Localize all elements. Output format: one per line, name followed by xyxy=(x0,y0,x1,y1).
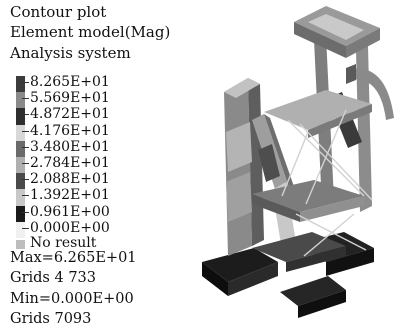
legend-swatch xyxy=(16,108,25,126)
legend-tick xyxy=(22,82,29,83)
legend-tick xyxy=(22,98,29,100)
legend-label: 8.265E+01 xyxy=(30,74,110,90)
legend-tick xyxy=(22,146,29,148)
legend-swatch xyxy=(16,140,25,158)
back-leg-right xyxy=(356,46,372,212)
base-block-left xyxy=(202,248,278,282)
legend-swatch xyxy=(16,124,25,142)
analysis-system-label: Analysis system xyxy=(10,44,131,62)
legend-swatch xyxy=(16,189,25,207)
legend-swatch xyxy=(16,173,25,190)
no-result-label: No result xyxy=(30,235,97,251)
legend-tick xyxy=(22,130,29,132)
legend-tick xyxy=(22,163,29,164)
plot-subtitle: Element model(Mag) xyxy=(10,23,171,41)
lower-beam xyxy=(252,232,346,262)
contour-legend-colorbar xyxy=(16,76,25,239)
legend-swatch xyxy=(16,92,25,109)
no-result-swatch xyxy=(16,240,25,249)
legend-tick xyxy=(22,211,29,213)
fem-model-viewport[interactable] xyxy=(196,0,409,328)
min-value: Min=0.000E+00 xyxy=(10,291,134,307)
legend-label: 2.784E+01 xyxy=(30,155,110,171)
plot-title: Contour plot xyxy=(10,3,107,21)
legend-label: 4.176E+01 xyxy=(30,122,110,139)
legend-swatch xyxy=(16,205,25,223)
legend-label: 1.392E+01 xyxy=(30,187,110,204)
legend-label: 0.000E+00 xyxy=(30,219,110,236)
legend-swatch xyxy=(16,157,25,174)
legend-label: 4.872E+01 xyxy=(30,106,110,123)
legend-tick xyxy=(22,195,29,197)
legend-tick xyxy=(22,227,29,229)
max-grid: Grids 4 733 xyxy=(10,270,96,286)
legend-swatch xyxy=(16,76,25,93)
middle-crossbar xyxy=(252,180,364,212)
min-grid: Grids 7093 xyxy=(10,311,92,327)
legend-label: 3.480E+01 xyxy=(30,138,110,155)
legend-label: 0.961E+00 xyxy=(30,203,110,220)
legend-tick xyxy=(22,114,29,116)
max-value: Max=6.265E+01 xyxy=(10,250,137,266)
legend-label: 2.088E+01 xyxy=(30,171,110,188)
bracing-wires xyxy=(281,109,373,257)
legend-tick xyxy=(22,179,29,181)
legend-label: 5.569E+01 xyxy=(30,90,110,107)
base-block-front xyxy=(280,276,346,306)
legend-swatch xyxy=(16,221,25,239)
upper-plate xyxy=(264,90,372,130)
